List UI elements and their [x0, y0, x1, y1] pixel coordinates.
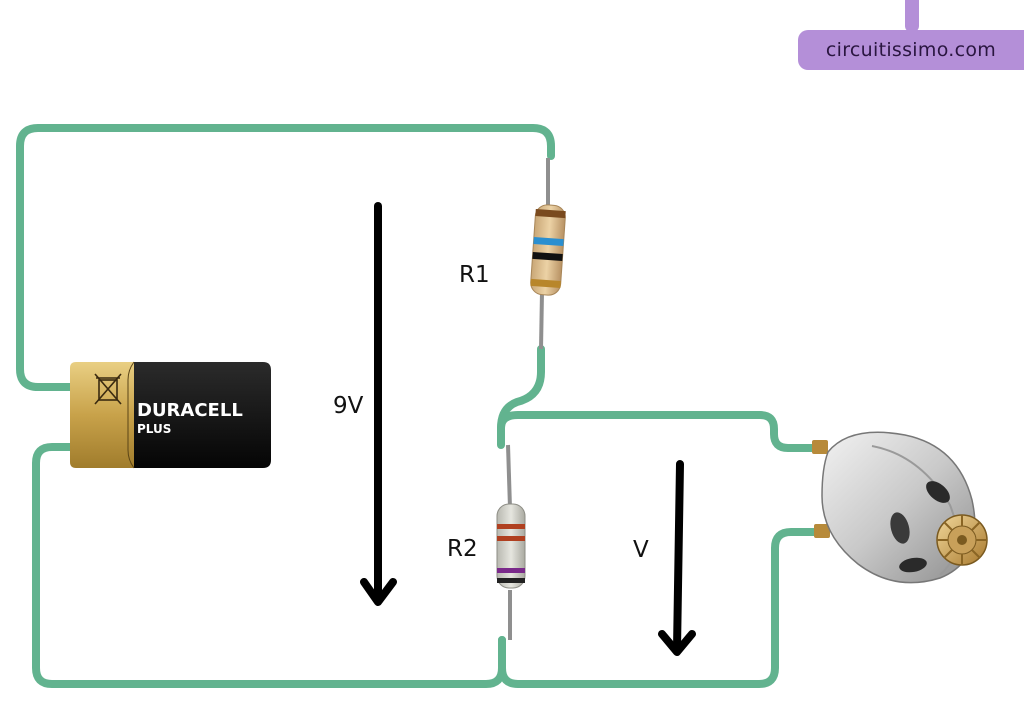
output-voltage-arrow — [658, 460, 696, 656]
r1-band-1 — [535, 209, 566, 219]
resistor-r1 — [530, 158, 566, 350]
r2-band-4 — [497, 578, 525, 583]
brand-tag: circuitissimo.com — [798, 30, 1024, 70]
recycle-bin-icon — [94, 373, 122, 405]
r2-band-2 — [497, 536, 525, 541]
r2-band-3 — [497, 568, 525, 573]
battery-line-text: PLUS — [137, 422, 171, 436]
battery-brand-text: DURACELL — [137, 400, 243, 421]
wire-r2-to-motor-bottom — [498, 528, 826, 688]
wire-top-loop — [16, 124, 555, 391]
wires — [16, 124, 826, 688]
source-voltage-label: 9V — [333, 393, 364, 419]
r1-band-2 — [533, 236, 564, 247]
wire-r1-to-node — [497, 345, 545, 449]
brand-text: circuitissimo.com — [825, 39, 997, 61]
resistor-r2 — [496, 444, 526, 640]
r1-label: R1 — [459, 262, 490, 288]
brand-tag-stem — [905, 0, 919, 32]
wire-node-to-motor-top — [497, 411, 824, 452]
output-voltage-label: V — [633, 537, 649, 563]
battery-9v: DURACELL PLUS — [70, 361, 271, 469]
r2-band-1 — [497, 524, 525, 529]
dc-motor — [812, 431, 988, 584]
r1-band-3 — [532, 251, 563, 262]
r1-band-4 — [530, 278, 561, 288]
r2-label: R2 — [447, 536, 478, 562]
source-voltage-arrow — [360, 202, 397, 606]
wire-battery-bottom-loop — [32, 443, 506, 688]
